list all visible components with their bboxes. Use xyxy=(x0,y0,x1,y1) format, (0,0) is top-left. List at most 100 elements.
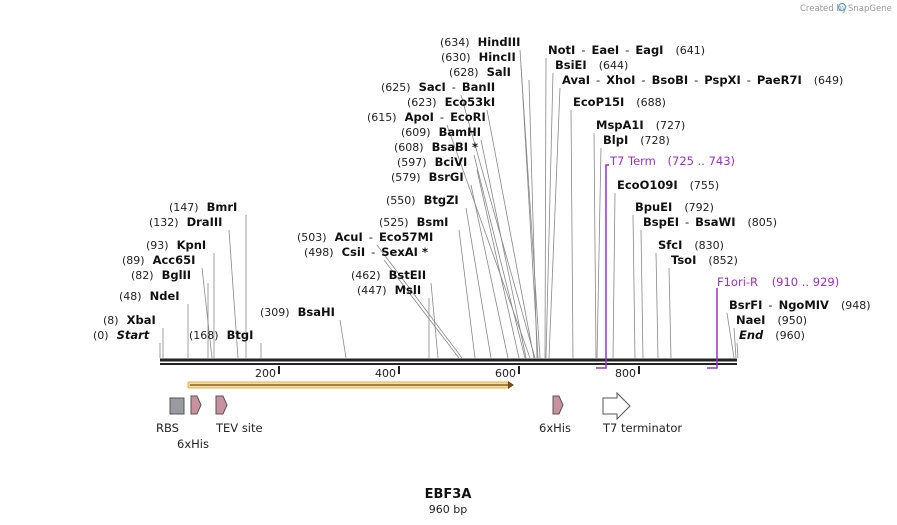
site-label-tsoi[interactable]: TsoI (852) xyxy=(671,253,738,267)
snapgene-logo-icon xyxy=(837,2,847,12)
ruler: 200 400 600 800 xyxy=(255,366,640,380)
site-label-xbai[interactable]: (8)XbaI xyxy=(103,313,156,327)
site-label-hincii[interactable]: (630)HincII xyxy=(441,50,516,64)
site-label-bmri[interactable]: (147)BmrI xyxy=(169,200,237,214)
site-label-bsahi[interactable]: (309)BsaHI xyxy=(260,305,335,319)
enzyme-name: BsaBI * xyxy=(432,140,478,154)
site-connector-acc65i xyxy=(201,267,213,359)
site-label-kpni[interactable]: (93)KpnI xyxy=(146,238,206,252)
site-position: (630) xyxy=(441,51,471,64)
name-separator: - xyxy=(641,73,645,87)
site-label-blpi[interactable]: BlpI(728) xyxy=(603,133,670,147)
site-label-bsabi[interactable]: (608)BsaBI * xyxy=(394,140,478,154)
site-label-sfci[interactable]: SfcI(830) xyxy=(658,238,724,252)
site-label-bsmi[interactable]: (525)BsmI xyxy=(379,215,448,229)
site-label-btgi[interactable]: (168)BtgI xyxy=(189,328,253,342)
feature-6xhis-2[interactable] xyxy=(552,395,564,415)
site-position: (168) xyxy=(189,329,219,342)
construct-length: 960 bp xyxy=(429,503,467,516)
enzyme-name: BamHI xyxy=(439,125,481,139)
site-label-naei[interactable]: NaeI(950) xyxy=(736,313,807,327)
site-label-ecop15i[interactable]: EcoP15I(688) xyxy=(573,95,666,109)
site-position: (447) xyxy=(357,284,387,297)
orf-arrow[interactable] xyxy=(187,381,514,389)
site-label-bsteii[interactable]: (462)BstEII xyxy=(351,268,426,282)
enzyme-name: Start xyxy=(117,328,150,342)
enzyme-name: EaeI xyxy=(591,43,619,57)
site-label-csii-sexai[interactable]: (498)CsiI-SexAI * xyxy=(304,245,428,259)
enzyme-name: CsiI xyxy=(342,245,366,259)
enzyme-name: PspXI xyxy=(704,73,740,87)
site-label-ecoo109i[interactable]: EcoO109I (755) xyxy=(617,178,719,192)
site-label-bsrfi-ngomiv[interactable]: BsrFI-NgoMIV(948) xyxy=(729,298,871,312)
primer-name: T7 Term xyxy=(609,154,656,168)
site-connector-noti-eaei-eagi xyxy=(544,57,547,359)
enzyme-name: HindIII xyxy=(478,35,521,49)
feature-t7-terminator[interactable] xyxy=(602,391,631,421)
site-connector-bcivi xyxy=(476,169,520,359)
site-label-btgzi[interactable]: (550)BtgZI xyxy=(386,193,459,207)
site-position: (755) xyxy=(690,179,720,192)
enzyme-name: AcuI xyxy=(335,230,363,244)
enzyme-name: AvaI xyxy=(562,73,590,87)
site-position: (93) xyxy=(146,239,169,252)
site-label-bcivi[interactable]: (597)BciVI xyxy=(397,155,467,169)
site-label-noti-eaei-eagi[interactable]: NotI-EaeI-EagI(641) xyxy=(548,43,705,57)
site-label-bsrgi[interactable]: (579)BsrGI xyxy=(391,170,464,184)
site-label-acui-eco57mi[interactable]: (503)AcuI-Eco57MI xyxy=(297,230,433,244)
site-connector-bamhi xyxy=(480,139,527,359)
site-label-eco53ki[interactable]: (623)Eco53kI xyxy=(407,95,495,109)
name-separator: - xyxy=(371,245,375,259)
enzyme-name: SalI xyxy=(487,65,511,79)
site-label-sali[interactable]: (628)SalI xyxy=(449,65,511,79)
enzyme-name: BsaWI xyxy=(695,215,735,229)
site-label-saci-banii[interactable]: (625)SacI-BanII xyxy=(381,80,495,94)
feature-rbs[interactable] xyxy=(169,397,185,415)
feature-label-tev-site: TEV site xyxy=(215,421,263,435)
site-label-bamhi[interactable]: (609)BamHI xyxy=(401,125,481,139)
enzyme-name: BsiEI xyxy=(555,58,587,72)
site-position: (649) xyxy=(814,74,844,87)
site-label-avai-xhoi-bsobi-pspxi-paer7i[interactable]: AvaI-XhoI-BsoBI-PspXI-PaeR7I(649) xyxy=(562,73,843,87)
site-label-bglii[interactable]: (82)BglII xyxy=(131,268,191,282)
enzyme-name: EcoO109I xyxy=(617,178,678,192)
name-separator: - xyxy=(440,110,444,124)
primer-t7-term[interactable] xyxy=(596,164,609,369)
site-label-bspei-bsawi[interactable]: BspEI-BsaWI(805) xyxy=(643,215,777,229)
site-position: (89) xyxy=(122,254,145,267)
enzyme-name: MspA1I xyxy=(596,118,644,132)
feature-tev-site[interactable] xyxy=(215,395,228,415)
ruler-label-600: 600 xyxy=(495,367,516,380)
enzyme-name: ApoI xyxy=(405,110,434,124)
site-label-msli[interactable]: (447)MslI xyxy=(357,283,421,297)
feature-6xhis-1[interactable] xyxy=(190,395,202,415)
site-position: (634) xyxy=(440,36,470,49)
enzyme-name: SacI xyxy=(419,80,446,94)
site-position: (132) xyxy=(149,216,179,229)
enzyme-name: TsoI xyxy=(671,253,696,267)
enzyme-name: BciVI xyxy=(435,155,468,169)
name-separator: - xyxy=(685,215,689,229)
site-label-acc65i[interactable]: (89)Acc65I xyxy=(122,253,195,267)
feature-label-6xhis-2: 6xHis xyxy=(539,421,571,435)
site-label-apoi-ecori[interactable]: (615)ApoI-EcoRI xyxy=(367,110,486,124)
site-connector-sfci xyxy=(655,252,659,359)
site-label-hindiii[interactable]: (634) HindIII xyxy=(440,35,520,49)
site-position: (852) xyxy=(708,254,738,267)
site-connector-bsahi xyxy=(339,319,347,359)
site-label-start[interactable]: (0)Start xyxy=(93,328,150,342)
name-separator: - xyxy=(596,73,600,87)
site-connector-acui-eco57mi xyxy=(376,244,463,359)
site-label-bpuei[interactable]: BpuEI(792) xyxy=(635,200,714,214)
site-connector-bspei-bsawi xyxy=(640,229,644,359)
site-label-mspa1i[interactable]: MspA1I(727) xyxy=(596,118,685,132)
site-label-end[interactable]: End(960) xyxy=(739,328,805,342)
ruler-label-800: 800 xyxy=(615,367,636,380)
site-label-ndei[interactable]: (48)NdeI xyxy=(119,289,180,303)
site-connector-avai-xhoi-bsobi-pspxi-paer7i xyxy=(548,87,561,359)
site-label-draiii[interactable]: (132)DraIII xyxy=(149,215,222,229)
site-label-bsiei[interactable]: BsiEI(644) xyxy=(555,58,628,72)
primer-f1ori-r[interactable] xyxy=(707,288,718,369)
enzyme-name: BanII xyxy=(462,80,495,94)
